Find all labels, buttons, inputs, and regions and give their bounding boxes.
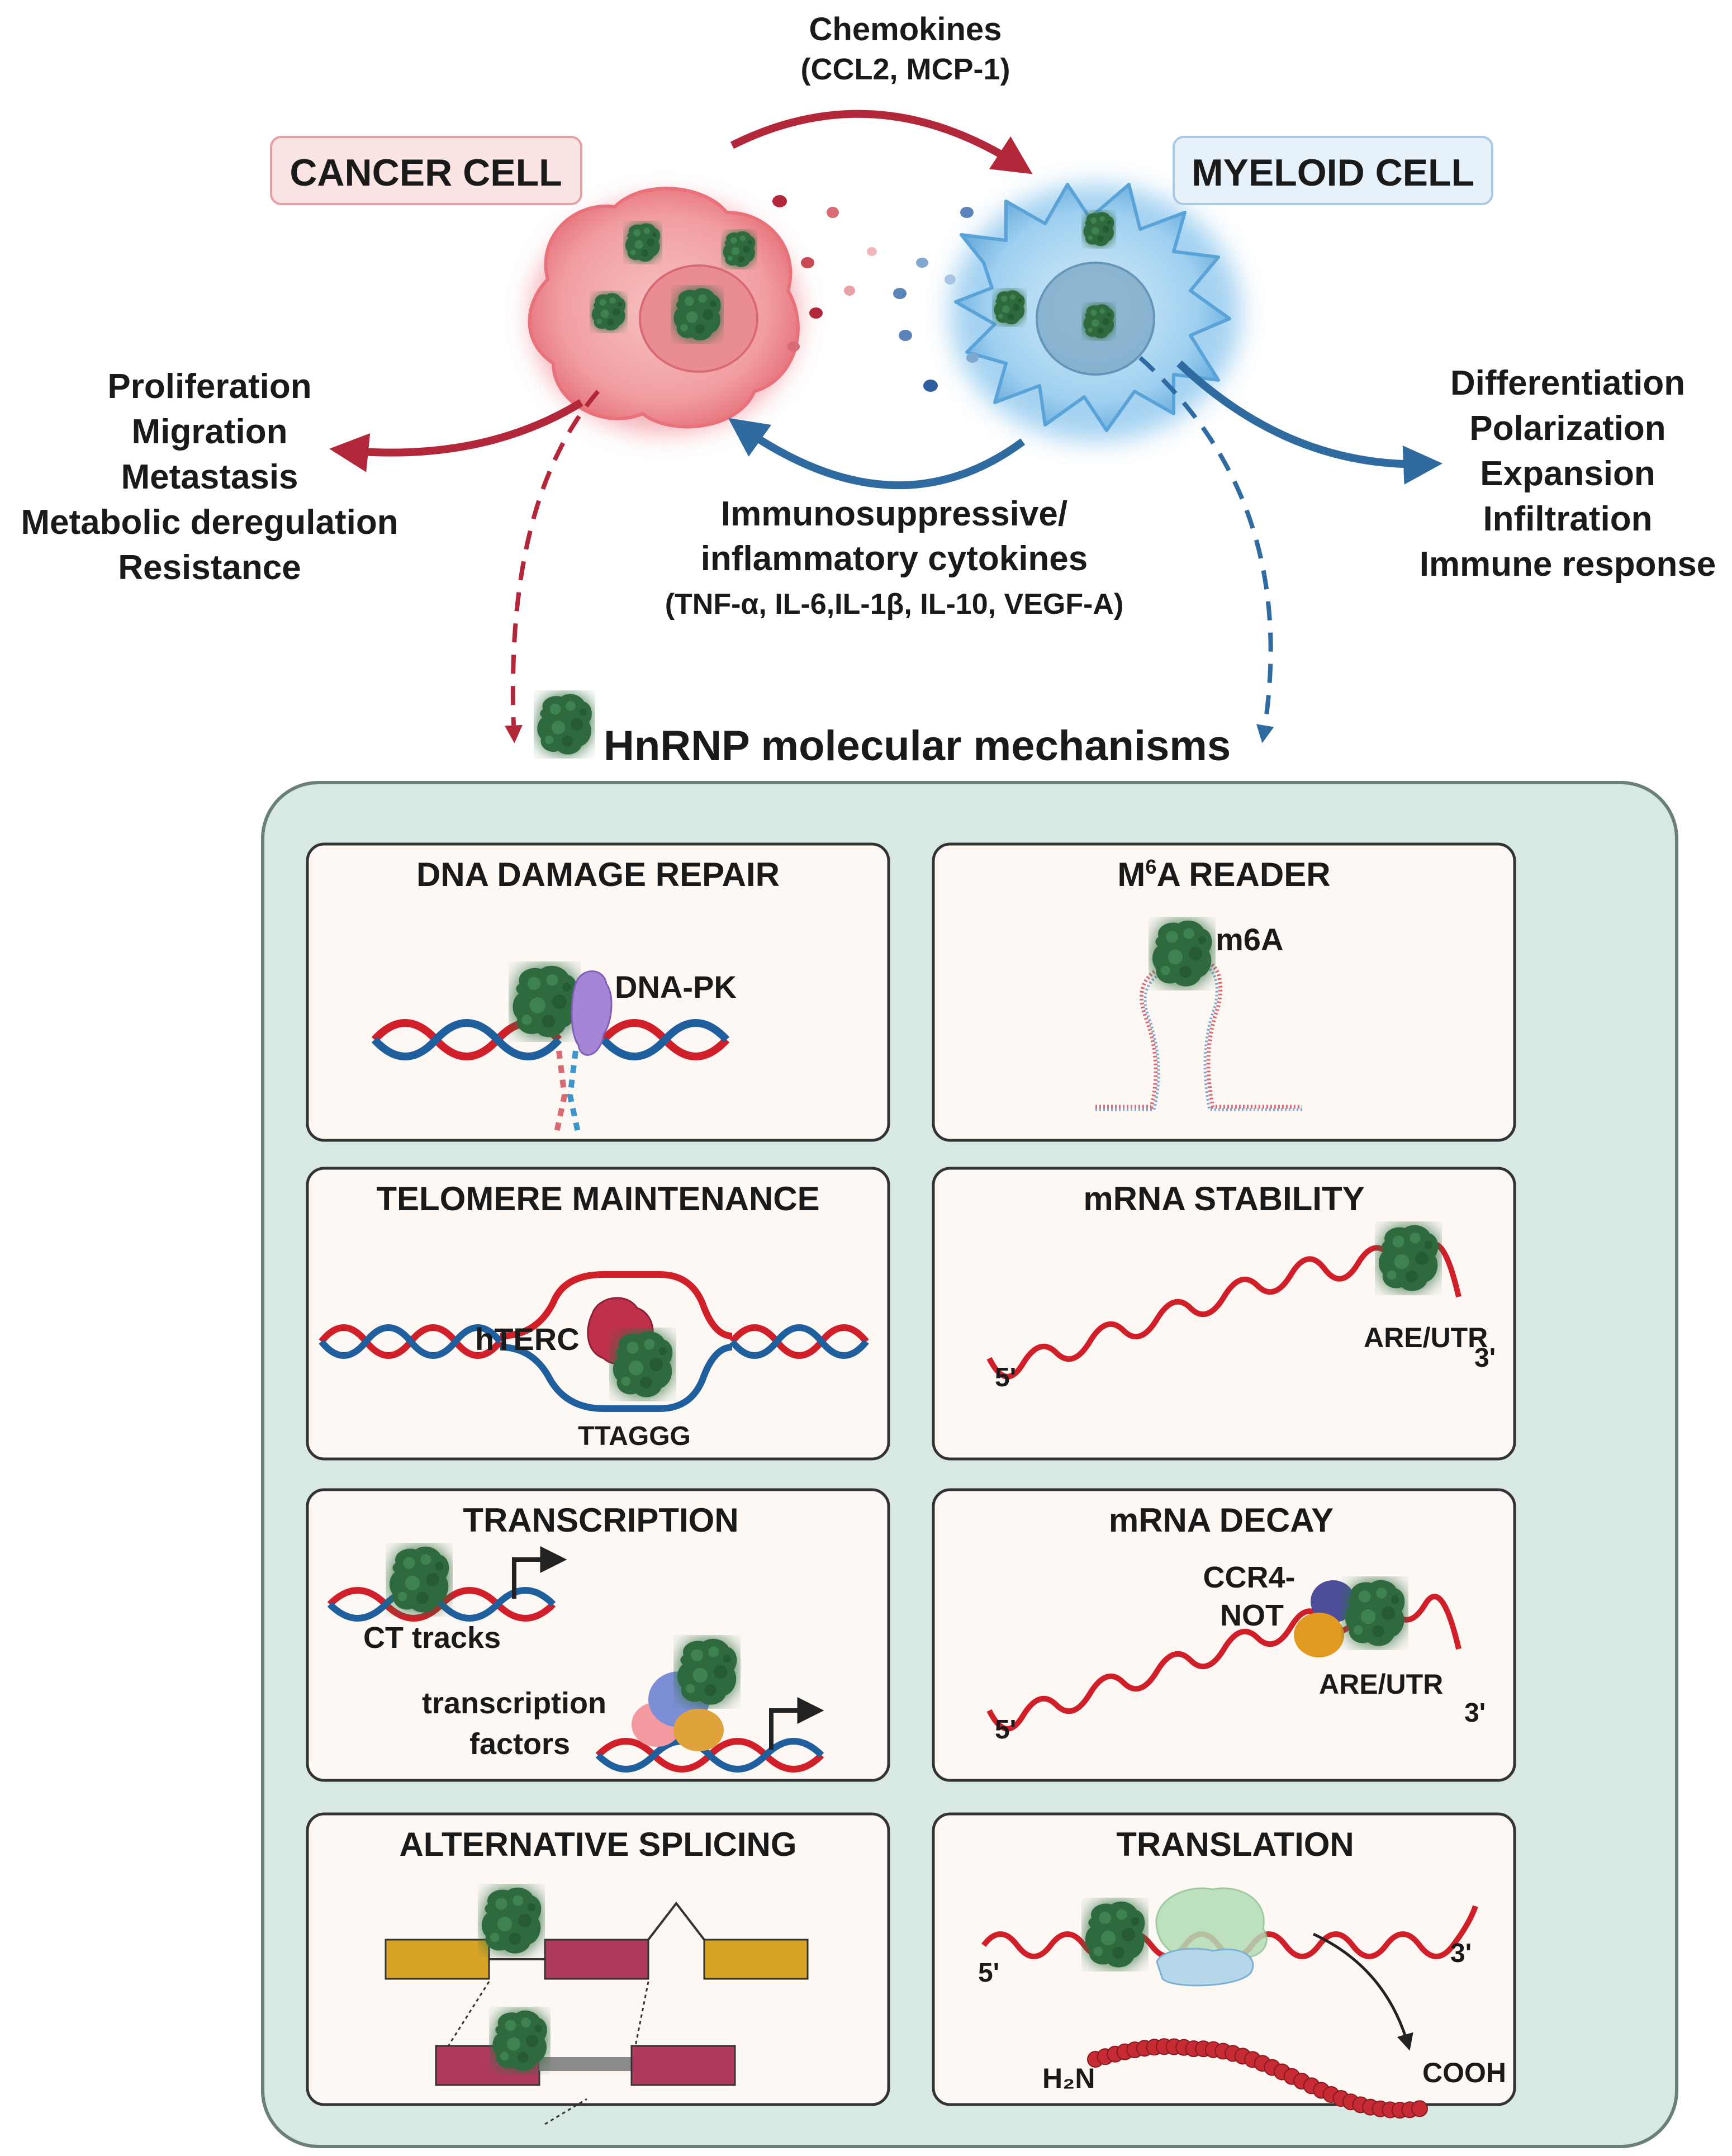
panel-transcription: TRANSCRIPTION CT tracks transcription fa… [306, 1488, 890, 1782]
cytokines-line1: Immunosuppressive/ [721, 495, 1067, 533]
hnrnp-legend-icon [537, 694, 592, 755]
transcription-factors-label: transcription [422, 1686, 606, 1720]
three-prime-label: 3' [1450, 1939, 1472, 1968]
ribosome [1155, 1887, 1268, 1987]
myeloid-cell-label: MYELOID CELL [1192, 151, 1474, 194]
ct-tracks-label: CT tracks [363, 1621, 501, 1655]
cancer-effect: Metabolic deregulation [21, 503, 398, 542]
pre-mrna-exons [385, 1901, 809, 1980]
panel-mrna-decay: mRNA DECAY CCR4- NOT ARE/UTR 5' 3' [932, 1488, 1516, 1782]
cancer-effects-arrow [329, 399, 583, 472]
panel-telomere-maintenance: TELOMERE MAINTENANCE hTERC TTAGGG [306, 1167, 890, 1461]
cancer-effects-list: Proliferation Migration Metastasis Metab… [21, 367, 398, 587]
panel-title: mRNA STABILITY [1083, 1180, 1364, 1217]
cancer-effect: Metastasis [121, 458, 298, 496]
panel-title: ALTERNATIVE SPLICING [399, 1826, 796, 1863]
transcription-start-arrow [769, 1697, 824, 1750]
panel-alternative-splicing: ALTERNATIVE SPLICING [306, 1812, 890, 2125]
transcription-start-arrow [512, 1546, 567, 1599]
dna-pk-protein [571, 970, 613, 1056]
panel-title: TRANSCRIPTION [463, 1501, 738, 1539]
five-prime-label: 5' [978, 1958, 999, 1988]
c-terminus-label: COOH [1422, 2057, 1506, 2088]
translation-arrow [1312, 1932, 1413, 2051]
utr-label: ARE/UTR [1319, 1669, 1443, 1700]
utr-label: ARE/UTR [1364, 1322, 1488, 1353]
cancer-effect: Migration [132, 413, 288, 451]
amino-acid-bead [1411, 2100, 1428, 2117]
panel-m6a-reader: M6A READER m6A [932, 842, 1516, 1142]
myeloid-effect: Polarization [1469, 409, 1665, 448]
cancer-effect: Resistance [118, 548, 301, 587]
myeloid-cell-label-box [1173, 136, 1493, 205]
myeloid-effects-arrow [1176, 360, 1442, 485]
three-prime-label: 3' [1464, 1698, 1486, 1728]
chemokines-list: (CCL2, MCP-1) [801, 53, 1010, 86]
dna-pk-label: DNA-PK [615, 969, 737, 1004]
five-prime-label: 5' [995, 1715, 1016, 1745]
chemokines-title: Chemokines [809, 11, 1002, 48]
myeloid-cell [950, 183, 1241, 442]
cancer-cell-label: CANCER CELL [290, 151, 562, 194]
panel-title: TRANSLATION [1116, 1826, 1354, 1863]
cytokine-arrow [728, 418, 1026, 489]
m6a-label: m6A [1216, 922, 1283, 957]
cancer-cell-label-box [270, 136, 582, 205]
telomere-dna [319, 1271, 869, 1412]
myeloid-to-mechanisms-dashed-arrow [1138, 356, 1274, 743]
ccr4-not-complex [1294, 1580, 1355, 1657]
ccr4-not-label: CCR4- [1203, 1561, 1295, 1594]
panel-title: mRNA DECAY [1109, 1501, 1334, 1539]
chemokine-arrow [730, 110, 1033, 174]
n-terminus-label: H₂N [1042, 2063, 1095, 2094]
five-prime-label: 5' [995, 1363, 1016, 1392]
mechanisms-title: HnRNP molecular mechanisms [604, 722, 1231, 770]
secreted-particles [772, 195, 979, 392]
panel-title: M6A READER [1117, 855, 1330, 893]
myeloid-effect: Immune response [1420, 545, 1716, 584]
panel-title: DNA DAMAGE REPAIR [416, 856, 780, 893]
hterc-label: hTERC [475, 1321, 580, 1357]
cytokines-list: (TNF-α, IL-6,IL-1β, IL-10, VEGF-A) [665, 588, 1124, 620]
cancer-cell [528, 187, 800, 433]
myeloid-effects-list: Differentiation Polarization Expansion I… [1420, 364, 1716, 584]
polypeptide-chain [1087, 2038, 1428, 2119]
dna-lower [595, 1738, 824, 1773]
cytokines-line2: inflammatory cytokines [701, 539, 1088, 578]
panel-dna-damage-repair: DNA DAMAGE REPAIR DNA-PK [306, 842, 890, 1142]
transcription-factors-label: factors [469, 1727, 570, 1761]
panel-title: TELOMERE MAINTENANCE [376, 1180, 819, 1217]
myeloid-effect: Infiltration [1483, 500, 1652, 538]
ccr4-not-label: NOT [1220, 1599, 1284, 1632]
cancer-effect: Proliferation [107, 367, 311, 406]
three-prime-label: 3' [1474, 1343, 1496, 1373]
myeloid-effect: Differentiation [1450, 364, 1685, 402]
ttaggg-label: TTAGGG [578, 1421, 691, 1451]
panel-translation: TRANSLATION 5' 3' H₂N COOH [932, 1812, 1516, 2119]
cancer-to-mechanisms-dashed-arrow [504, 390, 600, 743]
panel-mrna-stability: mRNA STABILITY ARE/UTR 5' 3' [932, 1167, 1516, 1461]
myeloid-effect: Expansion [1480, 454, 1655, 493]
